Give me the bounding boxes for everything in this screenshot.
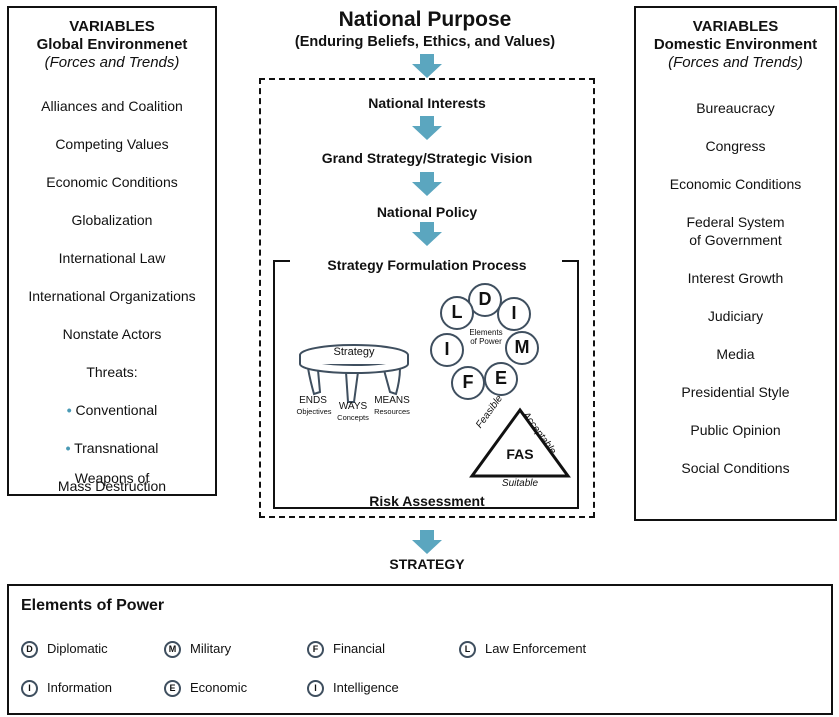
elements-of-power-label: Elements of Power [469,328,503,346]
right-panel-note: (Forces and Trends) [668,54,803,71]
list-item: Weapons of [74,470,150,486]
list-item: Public Opinion [690,422,781,438]
down-arrow-icon [412,172,442,196]
list-item: • Transnational [65,440,159,456]
i-circle-icon: I [307,680,324,698]
l-circle-icon: L [459,641,476,659]
down-arrow-icon [412,222,442,246]
list-item: of Government [689,232,782,248]
ways-label: WAYS [338,401,368,412]
list-item: Nonstate Actors [62,326,162,342]
list-item: Globalization [71,212,153,228]
national-purpose-subtitle: (Enduring Beliefs, Ethics, and Values) [294,34,556,50]
list-item: International Law [58,250,166,266]
bullet-icon: • [65,440,71,456]
right-panel-title: VARIABLES [692,18,779,35]
element-circle-i2: I [430,333,464,367]
list-item: Social Conditions [681,460,790,476]
list-item: Judiciary [707,308,764,324]
strategy-stool-icon [299,344,409,403]
left-panel-subtitle: Global Environmenet [36,36,188,53]
e-circle-icon: E [164,680,181,698]
means-label: MEANS [374,395,410,406]
list-item: • Conventional [66,402,158,418]
bullet-icon: • [66,402,72,418]
left-panel-title: VARIABLES [69,18,155,35]
element-circle-f: F [451,366,485,400]
list-item: International Organizations [28,288,196,304]
right-panel-subtitle: Domestic Environment [653,36,818,53]
risk-assessment-label: Risk Assessment [369,493,485,509]
flow-step-national-policy: National Policy [376,204,478,220]
fas-label: FAS [506,446,534,462]
list-item: Economic Conditions [46,174,178,190]
ways-sub-label: Concepts [337,413,369,422]
list-item: Economic Conditions [669,176,802,192]
strategy-output-label: STRATEGY [389,556,465,572]
list-item: Presidential Style [681,384,790,400]
means-sub-label: Resources [374,407,410,416]
down-arrow-icon [412,530,442,554]
national-purpose-title: National Purpose [338,8,512,31]
element-circle-e: E [484,362,518,396]
element-circle-l: L [440,296,474,330]
flow-step-national-interests: National Interests [368,95,486,111]
left-panel-note: (Forces and Trends) [44,54,180,71]
down-arrow-icon [412,116,442,140]
f-circle-icon: F [307,641,324,659]
i-circle-icon: I [21,680,38,698]
d-circle-icon: D [21,641,38,659]
element-circle-m: M [505,331,539,365]
ends-label: ENDS [299,395,327,406]
ends-sub-label: Objectives [296,407,332,416]
list-item: Bureaucracy [696,100,775,116]
list-item: Competing Values [55,136,169,152]
list-item: Mass Destruction [57,478,167,494]
legend-title: Elements of Power [21,597,165,614]
m-circle-icon: M [164,641,181,659]
domestic-environment-panel: VARIABLES Domestic Environment (Forces a… [634,6,837,521]
list-item: Media [716,346,755,362]
suitable-label: Suitable [501,478,539,489]
fas-triangle-icon [469,407,571,478]
list-item: Threats: [86,364,138,380]
process-dashed-frame [259,78,595,518]
list-item: Federal System [686,214,785,230]
stool-seat-label: Strategy [333,346,375,358]
process-title: Strategy Formulation Process [327,257,527,273]
list-item: Alliances and Coalition [41,98,183,114]
process-bracket [273,260,579,509]
list-item: Interest Growth [687,270,784,286]
list-item: Congress [705,138,766,154]
global-environment-panel: VARIABLES Global Environmenet (Forces an… [7,6,217,496]
down-arrow-icon [412,54,442,78]
element-circle-i: I [497,297,531,331]
flow-step-grand-strategy: Grand Strategy/Strategic Vision [321,150,533,166]
